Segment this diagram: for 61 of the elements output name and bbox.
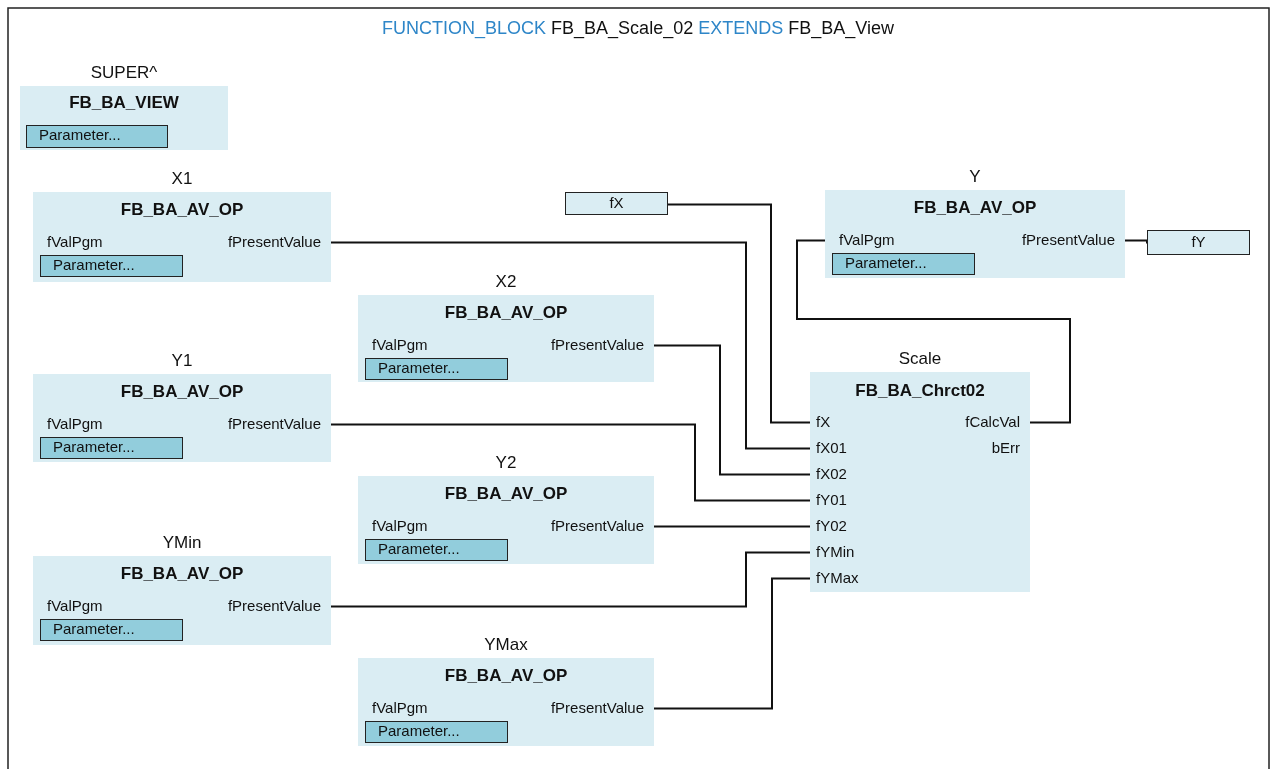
parameter-button: Parameter...	[365, 539, 508, 561]
port-label: fPresentValue	[550, 699, 644, 717]
port-label: bErr	[991, 439, 1020, 457]
parameter-button: Parameter...	[365, 721, 508, 743]
parameter-button: Parameter...	[40, 437, 183, 459]
port-label: fPresentValue	[550, 517, 644, 535]
parameter-button: Parameter...	[365, 358, 508, 380]
connector-line	[330, 423, 811, 502]
connector-line	[667, 203, 811, 424]
port-label: fValPgm	[372, 699, 428, 717]
port-label: fX02	[816, 465, 847, 483]
block-type-name: FB_BA_AV_OP	[119, 200, 245, 220]
port-label: fYMax	[816, 569, 859, 587]
port-label: fValPgm	[47, 233, 103, 251]
title: FUNCTION_BLOCK FB_BA_Scale_02 EXTENDS FB_BA_View	[381, 18, 895, 39]
port-label: fYMin	[816, 543, 855, 561]
port-label: fPresentValue	[550, 336, 644, 354]
instance-name: YMax	[483, 635, 529, 655]
connector-line	[796, 239, 1071, 424]
instance-name: Scale	[897, 349, 943, 369]
parameter-button: Parameter...	[832, 253, 975, 275]
instance-name: YMin	[161, 533, 203, 553]
block-type-name: FB_BA_AV_OP	[912, 198, 1038, 218]
port-label: fCalcVal	[965, 413, 1020, 431]
block-type-name: FB_BA_VIEW	[68, 93, 180, 113]
port-label: fY01	[816, 491, 847, 509]
connector-line	[653, 344, 811, 476]
instance-name: X2	[494, 272, 518, 292]
block-type-name: FB_BA_AV_OP	[443, 666, 569, 686]
port-label: fX	[816, 413, 831, 431]
instance-name: SUPER^	[89, 63, 159, 83]
block-type-name: FB_BA_AV_OP	[443, 484, 569, 504]
port-label: fValPgm	[47, 415, 103, 433]
port-label: fValPgm	[47, 597, 103, 615]
block-type-name: FB_BA_AV_OP	[443, 303, 569, 323]
port-label: fY02	[816, 517, 847, 535]
connector-line	[330, 241, 811, 450]
port-label: fPresentValue	[227, 233, 321, 251]
block-type-name: FB_BA_AV_OP	[119, 564, 245, 584]
connector-line	[653, 525, 811, 528]
port-label: fPresentValue	[1021, 231, 1115, 249]
block-type-name: FB_BA_AV_OP	[119, 382, 245, 402]
instance-name: Y1	[170, 351, 194, 371]
parameter-button: Parameter...	[40, 255, 183, 277]
parameter-button: Parameter...	[40, 619, 183, 641]
port-label: fPresentValue	[227, 597, 321, 615]
variable-box: fY	[1147, 230, 1250, 255]
block-type-name: FB_BA_Chrct02	[854, 381, 986, 401]
port-label: fPresentValue	[227, 415, 321, 433]
parameter-button: Parameter...	[26, 125, 168, 148]
instance-name: Y2	[494, 453, 518, 473]
port-label: fValPgm	[372, 336, 428, 354]
instance-name: X1	[170, 169, 194, 189]
port-label: fValPgm	[839, 231, 895, 249]
connector-line	[653, 577, 811, 710]
port-label: fValPgm	[372, 517, 428, 535]
connector-line	[1124, 239, 1148, 245]
connector-line	[330, 551, 811, 608]
instance-name: Y	[968, 167, 982, 187]
variable-box: fX	[565, 192, 668, 215]
port-label: fX01	[816, 439, 847, 457]
